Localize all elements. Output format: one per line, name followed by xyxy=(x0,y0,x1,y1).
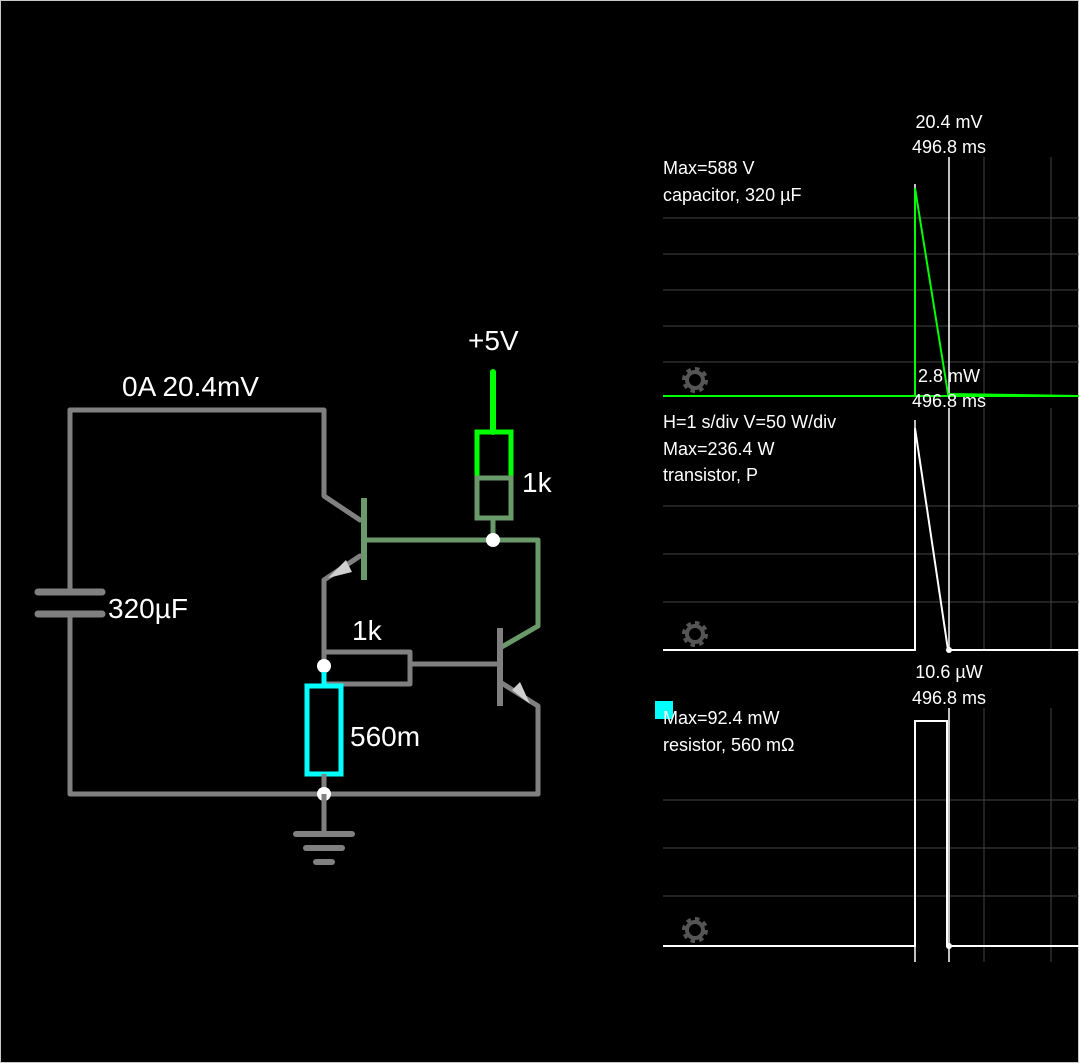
wire-top-left[interactable] xyxy=(67,407,363,523)
gear-icon[interactable] xyxy=(682,367,708,393)
circuit[interactable]: 0A 20.4mV +5V 320µF 1k 1k 560m xyxy=(34,325,553,865)
top-resistor-label: 1k xyxy=(522,467,553,498)
resistor-sense[interactable] xyxy=(304,683,344,777)
scope-capacitor[interactable]: 20.4 mV 496.8 ms Max=588 V capacitor, 32… xyxy=(663,112,1079,397)
scope-info-line: Max=588 V xyxy=(663,158,755,178)
transistor-lower[interactable] xyxy=(407,628,541,797)
scope-trace xyxy=(663,427,1079,651)
scope-info-line: capacitor, 320 µF xyxy=(663,185,801,205)
node-dot xyxy=(486,533,500,547)
mid-resistor-label: 1k xyxy=(352,615,383,646)
scope-cursor-time: 496.8 ms xyxy=(912,391,986,411)
resistor-top-upper[interactable] xyxy=(474,429,514,521)
capacitor-label: 320µF xyxy=(108,593,188,624)
wire-left-vertical[interactable] xyxy=(67,407,541,797)
scope-info-line: resistor, 560 mΩ xyxy=(663,735,795,755)
resistor-mid[interactable] xyxy=(321,649,413,687)
scope-cursor-value: 10.6 µW xyxy=(915,662,982,682)
wire-readout: 0A 20.4mV xyxy=(122,371,259,402)
wire-base-upper[interactable] xyxy=(361,537,541,651)
capacitor[interactable] xyxy=(34,588,106,618)
sense-resistor-label: 560m xyxy=(350,721,420,752)
scope-transistor[interactable]: 2.8 mW 496.8 ms H=1 s/div V=50 W/div Max… xyxy=(663,366,1079,653)
gear-icon[interactable] xyxy=(682,621,708,647)
supply-label: +5V xyxy=(468,325,519,356)
scope-cursor-time: 496.8 ms xyxy=(912,688,986,708)
ground-icon[interactable] xyxy=(293,794,355,865)
scope-cursor-value: 20.4 mV xyxy=(915,112,982,132)
selected-scope-marker[interactable] xyxy=(655,701,673,719)
scope-resistor[interactable]: 10.6 µW 496.8 ms Max=92.4 mW resistor, 5… xyxy=(655,662,1079,962)
scope-info-line: Max=92.4 mW xyxy=(663,708,780,728)
scope-cursor-time: 496.8 ms xyxy=(912,137,986,157)
scope-info-line: Max=236.4 W xyxy=(663,439,775,459)
scope-info-line: H=1 s/div V=50 W/div xyxy=(663,412,836,432)
gear-icon[interactable] xyxy=(682,917,708,943)
scope-cursor-value: 2.8 mW xyxy=(918,366,980,386)
scope-trace xyxy=(663,720,1079,947)
scope-trace xyxy=(663,187,1079,397)
scope-info-line: transistor, P xyxy=(663,465,758,485)
